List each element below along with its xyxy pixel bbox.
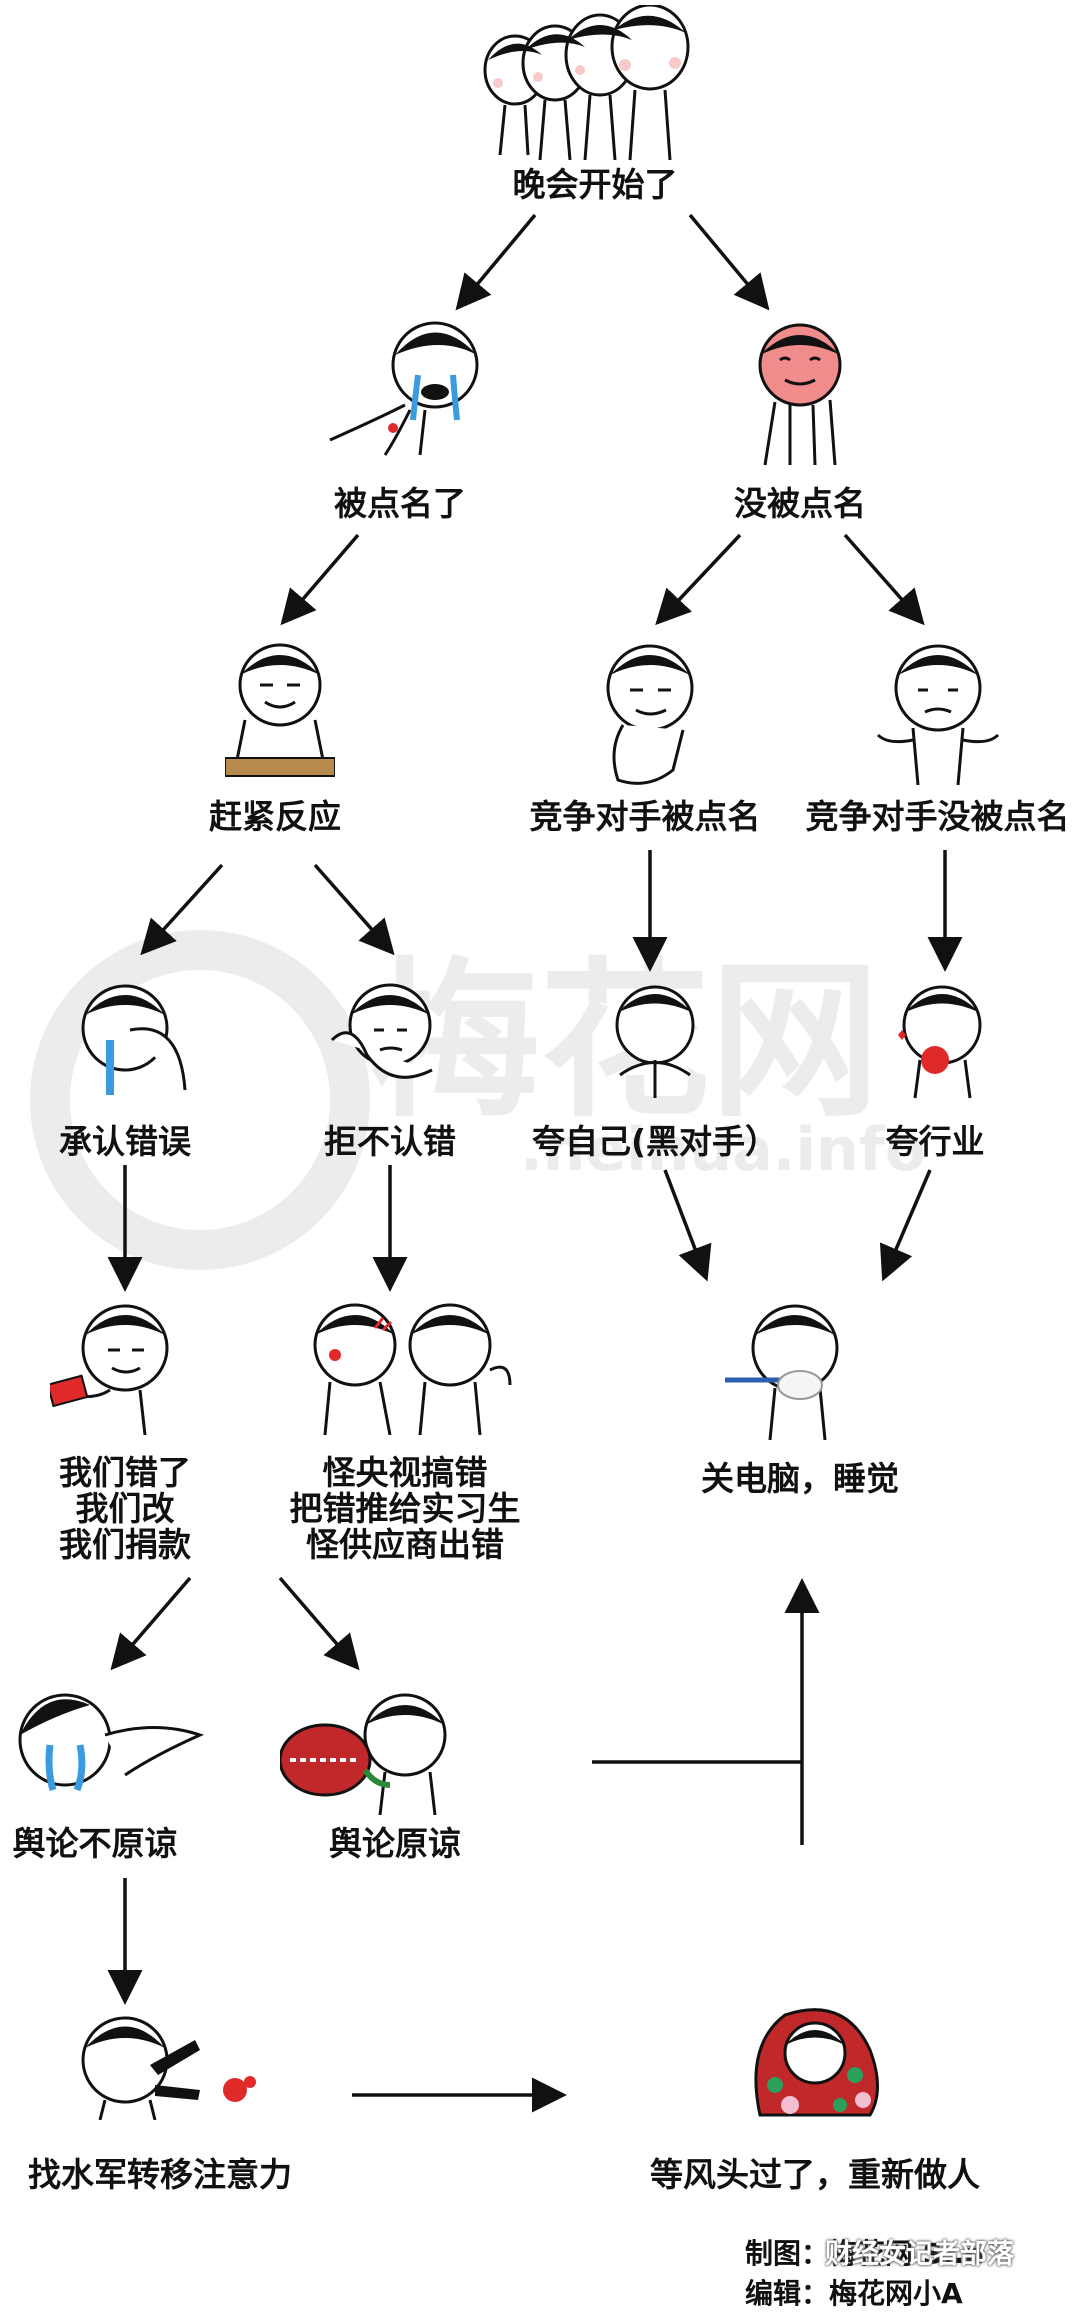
credit-overlay: 财经女记者部落: [825, 2239, 1014, 2270]
gun-face-icon: [81, 2016, 256, 2120]
node-forgive: 舆论原谅: [329, 1824, 461, 1863]
crying-face-icon: [329, 321, 479, 456]
arms-crossed-face-icon: [330, 983, 433, 1079]
node-admit: 承认错误: [59, 1122, 191, 1161]
node-admit-result: 我们错了 我们改 我们捐款: [30, 1455, 220, 1563]
arrow-start-named: [455, 213, 537, 311]
deny-result-line: 怪供应商出错: [306, 1525, 504, 1564]
arrow-named-react: [280, 533, 360, 626]
blanket-face-icon: [754, 2008, 879, 2117]
node-deny: 拒不认错: [324, 1122, 456, 1161]
credit-made-by: 制图：梅花网 S..n: [745, 2237, 985, 2270]
group-faces-icon: [483, 5, 690, 161]
money-face-icon: [50, 1304, 169, 1435]
lying-crying-face-icon: [18, 1693, 205, 1792]
shrugging-face-icon: [876, 644, 1000, 786]
panicking-face-icon: [225, 643, 335, 777]
node-praise-industry: 夸行业: [885, 1122, 985, 1161]
node-named: 被点名了: [334, 484, 466, 523]
arrow-industry-sleep: [879, 1169, 932, 1282]
admit-result-line: 我们捐款: [59, 1525, 191, 1564]
arrow-react-deny: [313, 863, 395, 956]
watermark: 梅花网 .neihua.info: [30, 930, 926, 1270]
piranha-plant-face-icon: [280, 1693, 447, 1815]
node-no-forgive: 舆论不原谅: [12, 1824, 178, 1863]
admit-result-line: 我们错了: [59, 1453, 191, 1492]
node-rival-named: 竞争对手被点名: [529, 797, 761, 836]
watermark-url: .neihua.info: [520, 1115, 926, 1185]
arrow-react-admit: [140, 863, 224, 956]
node-praise-self: 夸自己(黑对手）: [531, 1122, 779, 1161]
blowing-face-icon: [898, 985, 982, 1099]
smirking-face-icon: [606, 644, 694, 785]
arrow-admit-forgive: [278, 1576, 360, 1671]
arrow-notnamed-norival: [843, 533, 925, 626]
credit-editor: 编辑：梅花网小A: [745, 2277, 963, 2310]
arrow-start-notnamed: [688, 213, 770, 311]
shy-face-icon: [615, 985, 695, 1098]
node-deny-result: 怪央视搞错 把错推给实习生 怪供应商出错: [270, 1455, 540, 1563]
arrow-admit-noforgive: [110, 1576, 192, 1671]
brushing-teeth-face-icon: [725, 1304, 839, 1441]
blaming-faces-icon: [313, 1303, 512, 1435]
arrow-notnamed-rival: [655, 533, 742, 626]
crying-hand-face-icon: [81, 984, 187, 1095]
deny-result-line: 把错推给实习生: [289, 1489, 521, 1528]
node-react: 赶紧反应: [209, 797, 341, 836]
node-not-named: 没被点名: [734, 484, 866, 523]
node-sleep: 关电脑，睡觉: [701, 1459, 899, 1498]
node-rival-not-named: 竞争对手没被点名: [805, 797, 1070, 836]
node-troll: 找水军转移注意力: [28, 2155, 292, 2194]
node-restart: 等风头过了，重新做人: [650, 2155, 980, 2194]
admit-result-line: 我们改: [75, 1489, 175, 1528]
smug-pink-face-icon: [758, 323, 842, 466]
deny-result-line: 怪央视搞错: [322, 1453, 488, 1492]
arrow-praise-sleep: [663, 1169, 712, 1282]
node-start: 晚会开始了: [512, 165, 678, 204]
